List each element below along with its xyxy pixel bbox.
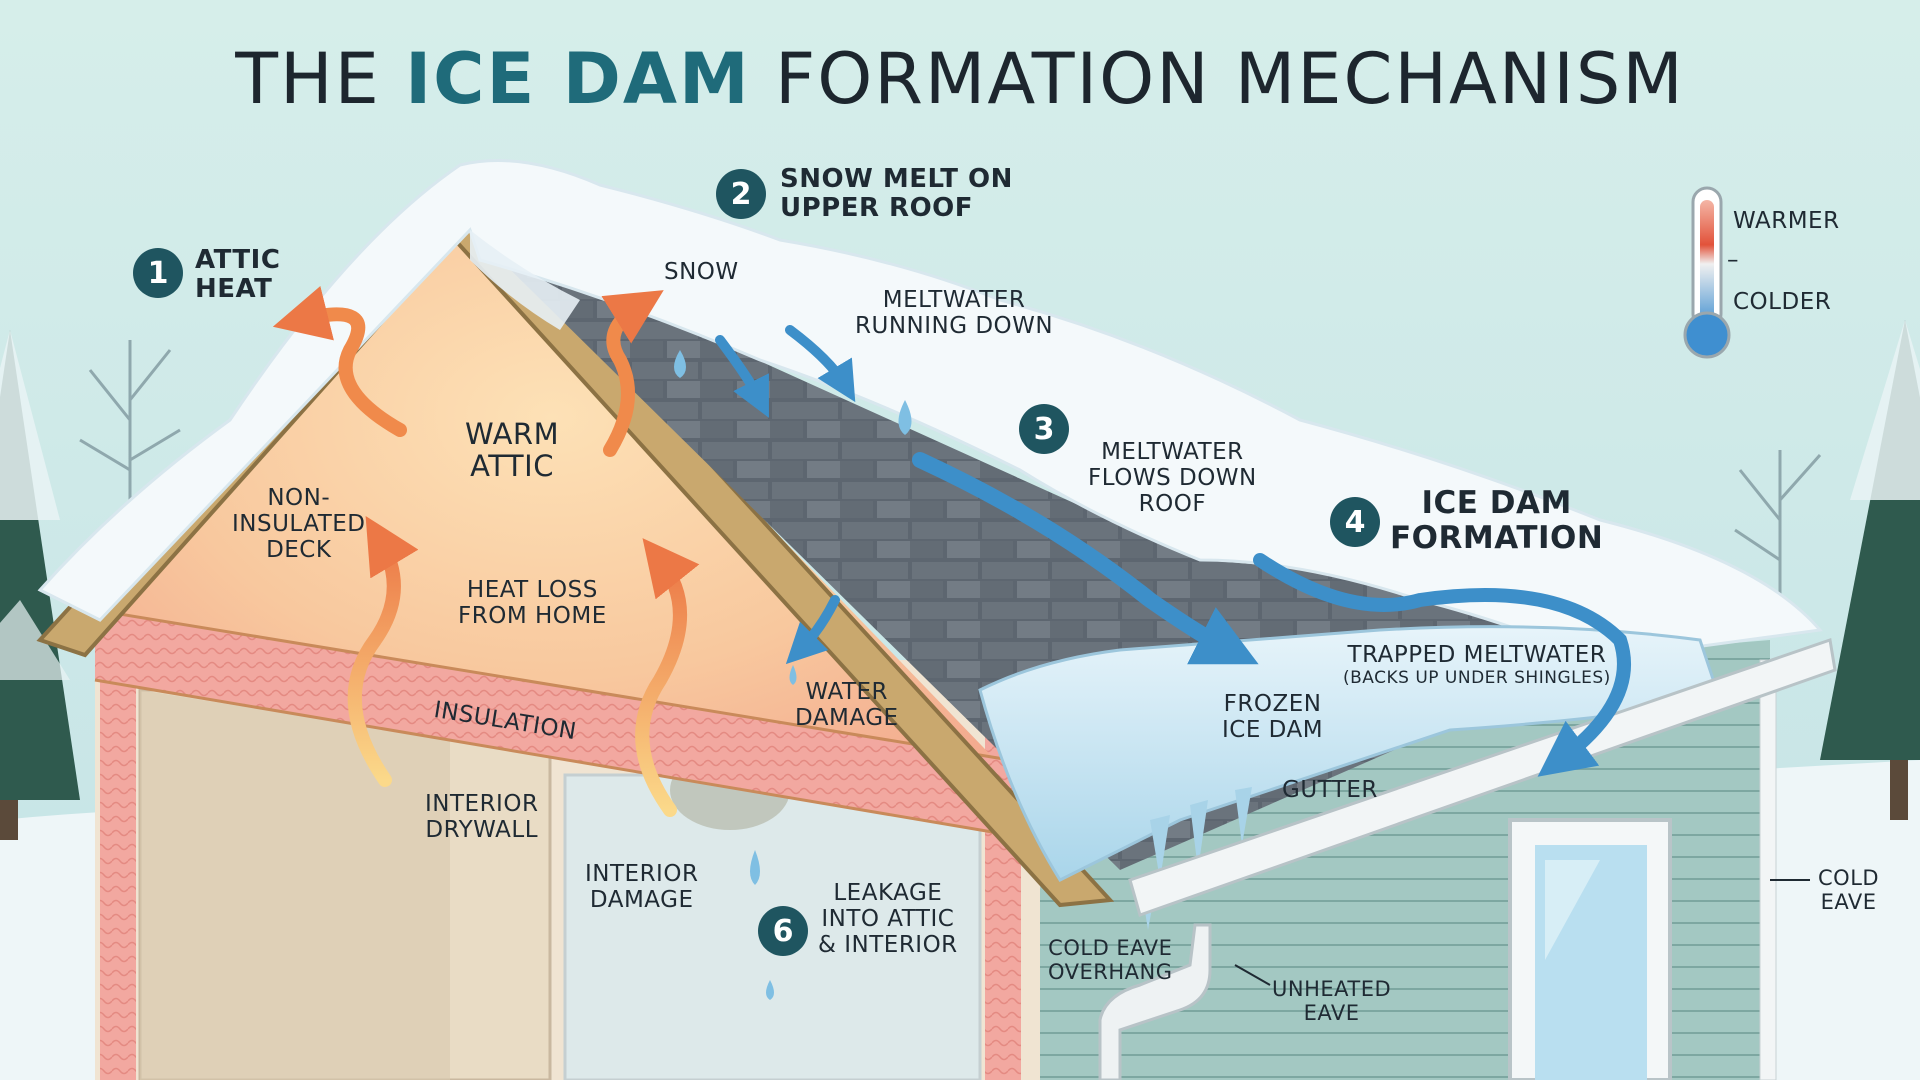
step-2-badge: 2 [716, 169, 766, 219]
thermometer-colder-label: COLDER [1733, 289, 1832, 315]
step-2-line1: SNOW MELT ON [780, 164, 1013, 194]
step-4-line2: FORMATION [1390, 519, 1604, 556]
step-2-line2: UPPER ROOF [780, 193, 974, 224]
step-3-badge: 3 [1019, 404, 1069, 454]
unheated-eave-line1: UNHEATED [1272, 977, 1392, 1001]
step-1-line1: ATTIC [195, 245, 281, 275]
leakage-label: LEAKAGE INTO ATTIC & INTERIOR [818, 880, 958, 958]
warm-attic-line2: ATTIC [470, 449, 554, 484]
meltwater-running-label: MELTWATER RUNNING DOWN [855, 287, 1054, 340]
leakage-line1: LEAKAGE [833, 880, 943, 906]
corner-trim [1759, 659, 1777, 1080]
step-6-badge: 6 [758, 906, 808, 956]
step-1-badge: 1 [133, 248, 183, 298]
title-pre: THE [235, 38, 381, 120]
gutter-label: GUTTER [1282, 777, 1378, 803]
non-insulated-line2: INSULATED [232, 510, 366, 537]
frozen-ice-dam-line1: FROZEN [1223, 691, 1322, 717]
step-1-label: ATTIC HEAT [195, 245, 281, 305]
thermometer-dash: – [1727, 247, 1739, 273]
pine-tree-left [0, 330, 80, 840]
leakage-line3: & INTERIOR [818, 931, 958, 958]
wall-insulation-left [100, 660, 136, 1080]
bare-tree-right [1734, 450, 1822, 620]
leakage-line2: INTO ATTIC [821, 905, 955, 932]
water-drops [674, 350, 912, 1000]
title-post: FORMATION MECHANISM [774, 38, 1685, 120]
cold-eave-overhang-line1: COLD EAVE [1048, 936, 1173, 960]
meltwater-running-line2: RUNNING DOWN [855, 312, 1054, 339]
window [1508, 818, 1672, 1080]
non-insulated-line1: NON- [267, 485, 331, 511]
step-4-badge: 4 [1330, 497, 1380, 547]
meltwater-flows-line3: ROOF [1138, 490, 1207, 517]
cold-eave-label: COLD EAVE [1818, 866, 1880, 914]
water-damage-label: WATER DAMAGE [795, 679, 899, 732]
step-4-label: ICE DAM FORMATION [1390, 486, 1603, 555]
step-1-line2: HEAT [195, 274, 273, 305]
attic-insulation [95, 610, 1010, 835]
frozen-ice-dam-label: FROZEN ICE DAM [1222, 691, 1324, 744]
warm-attic-label: WARM ATTIC [465, 418, 559, 483]
heat-loss-label: HEAT LOSS FROM HOME [458, 577, 607, 630]
meltwater-running-line1: MELTWATER [882, 287, 1026, 313]
thermometer-warmer-label: WARMER [1733, 208, 1840, 234]
interior-damage-line1: INTERIOR [585, 861, 699, 887]
frozen-ice-dam-line2: ICE DAM [1222, 716, 1324, 743]
trapped-meltwater-sub: (BACKS UP UNDER SHINGLES) [1343, 667, 1611, 688]
downspout [1098, 923, 1212, 1080]
snow-label: SNOW [664, 259, 739, 285]
non-insulated-line3: DECK [266, 536, 332, 563]
cold-eave-overhang-line2: OVERHANG [1048, 959, 1173, 984]
cold-eave-overhang-label: COLD EAVE OVERHANG [1048, 936, 1173, 984]
meltwater-flows-line2: FLOWS DOWN [1088, 464, 1257, 491]
interior-damage-label: INTERIOR DAMAGE [585, 861, 699, 914]
water-arrows [715, 325, 1631, 777]
interior-drywall-label: INTERIOR DRYWALL [425, 791, 539, 844]
warm-attic-line1: WARM [465, 417, 560, 451]
trapped-meltwater-label: TRAPPED MELTWATER (BACKS UP UNDER SHINGL… [1343, 642, 1611, 688]
interior-drywall-line1: INTERIOR [425, 791, 539, 817]
meltwater-flows-label: MELTWATER FLOWS DOWN ROOF [1088, 439, 1257, 517]
unheated-eave-label: UNHEATED EAVE [1272, 977, 1392, 1025]
pine-tree-right [1820, 320, 1920, 820]
water-damage-line1: WATER [805, 679, 889, 705]
interior-damage-line2: DAMAGE [589, 886, 694, 913]
heat-arrows [272, 286, 700, 817]
page-title: THE ICE DAM FORMATION MECHANISM [0, 38, 1920, 120]
unheated-eave-line2: EAVE [1303, 1000, 1360, 1025]
heat-loss-line2: FROM HOME [458, 602, 607, 629]
cold-eave-line1: COLD [1818, 866, 1880, 890]
water-damage-line2: DAMAGE [795, 704, 899, 731]
interior-drywall-line2: DRYWALL [425, 816, 539, 843]
bare-tree-left [79, 340, 181, 520]
cold-eave-line2: EAVE [1820, 889, 1877, 914]
leader-lines [1234, 879, 1810, 986]
non-insulated-deck-label: NON- INSULATED DECK [232, 485, 366, 563]
trapped-meltwater-line: TRAPPED MELTWATER [1347, 642, 1607, 668]
heat-loss-line1: HEAT LOSS [466, 577, 598, 603]
step-2-label: SNOW MELT ON UPPER ROOF [780, 164, 1013, 224]
step-4-line1: ICE DAM [1421, 485, 1572, 521]
thermometer [1683, 186, 1731, 359]
meltwater-flows-line1: MELTWATER [1101, 439, 1244, 465]
title-highlight: ICE DAM [405, 38, 751, 120]
